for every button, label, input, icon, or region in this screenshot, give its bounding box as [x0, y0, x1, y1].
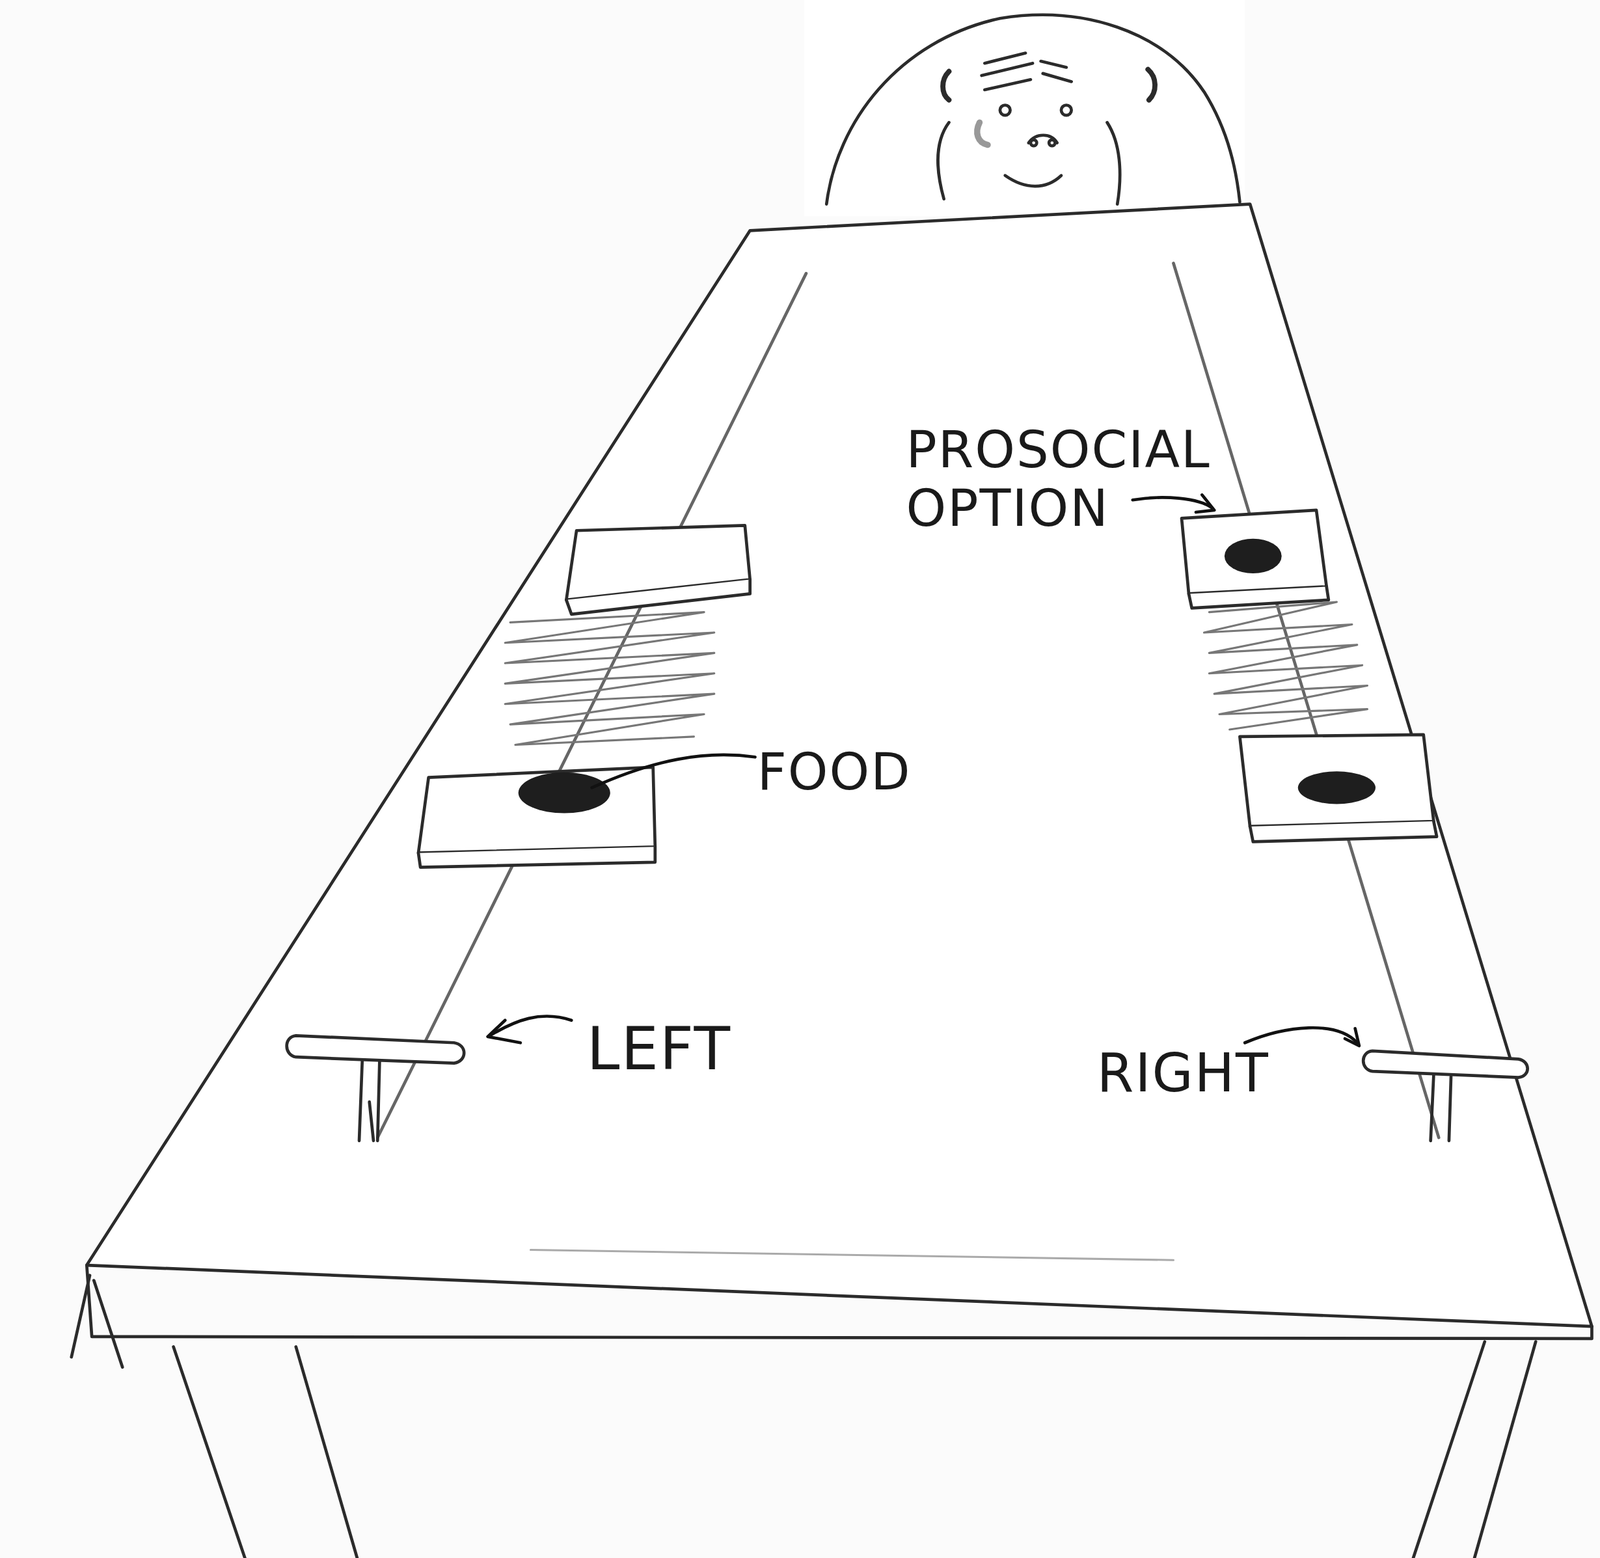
tray [418, 510, 1437, 868]
rope [377, 262, 1439, 1138]
ape-head [826, 14, 1240, 205]
table [71, 204, 1593, 1558]
callout-label: FOOD [757, 742, 1003, 801]
spring [504, 601, 1368, 745]
callout-label: PROSOCIAL OPTION [906, 420, 1275, 538]
head-backing [804, 0, 1245, 217]
leader-arrow [488, 494, 1360, 1046]
callout-label: RIGHT [1097, 1042, 1353, 1104]
food [518, 538, 1376, 814]
callout-label: LEFT [586, 1015, 893, 1084]
handle [286, 1035, 1528, 1140]
